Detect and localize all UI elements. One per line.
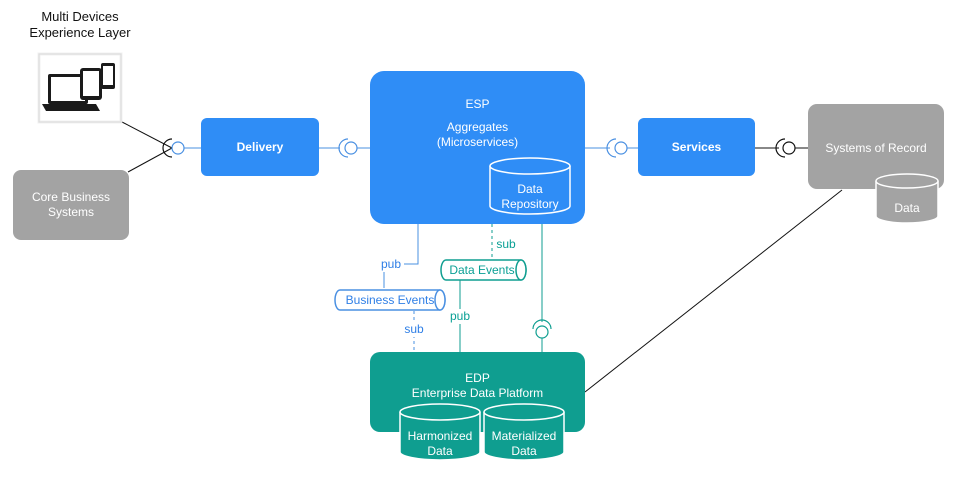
sub-business-label: sub xyxy=(402,322,426,337)
services-label: Services xyxy=(671,140,722,154)
edp-esp-socket xyxy=(532,319,552,330)
edp-title: EDP xyxy=(465,371,490,385)
core-business-systems-label: Core Business Systems xyxy=(31,190,111,219)
services-esp-socket xyxy=(606,138,617,158)
business-events-label: Business Events xyxy=(345,293,435,307)
sor-provided-interface xyxy=(782,141,796,155)
data-events-label: Data Events xyxy=(449,263,515,277)
esp-title: ESP xyxy=(465,97,490,111)
sor-data-label: Data xyxy=(894,201,920,215)
delivery-provided-interface xyxy=(171,141,185,155)
delivery-label: Delivery xyxy=(236,140,284,154)
esp-delivery-socket xyxy=(338,138,349,158)
business-events-queue xyxy=(334,289,446,311)
materialized-data-cylinder xyxy=(483,403,565,461)
data-repository-cylinder xyxy=(489,157,571,215)
delivery-required-socket xyxy=(162,138,173,158)
sub-data-label: sub xyxy=(496,237,516,251)
pub-data-label: pub xyxy=(448,309,472,324)
systems-of-record-label: Systems of Record xyxy=(825,141,927,155)
materialized-data-label: Materialized Data xyxy=(491,429,557,458)
edp-subtitle: Enterprise Data Platform xyxy=(411,386,544,400)
services-esp-interface xyxy=(614,141,628,155)
harmonized-data-label: Harmonized Data xyxy=(407,429,473,458)
sor-data-cylinder xyxy=(875,173,939,224)
data-events-queue xyxy=(440,259,527,281)
systems-of-record-box xyxy=(808,104,944,189)
harmonized-data-cylinder xyxy=(399,403,481,461)
esp-delivery-interface xyxy=(344,141,358,155)
edge-core-interface xyxy=(127,147,173,173)
services-box xyxy=(638,118,755,176)
esp-subtitle: Aggregates (Microservices) xyxy=(436,120,519,149)
edge-sor-edp xyxy=(584,189,843,393)
pub-business-label: pub xyxy=(378,257,404,272)
edge-esp-business-events xyxy=(383,224,419,288)
sor-required-socket xyxy=(775,138,786,158)
edp-esp-interface xyxy=(535,325,549,339)
core-business-systems-box xyxy=(13,170,129,240)
devices-icon xyxy=(37,52,123,124)
connectors xyxy=(121,121,843,393)
data-repository-label: Data Repository xyxy=(501,182,559,211)
delivery-box xyxy=(201,118,319,176)
multi-devices-label: Multi Devices Experience Layer xyxy=(29,9,131,40)
